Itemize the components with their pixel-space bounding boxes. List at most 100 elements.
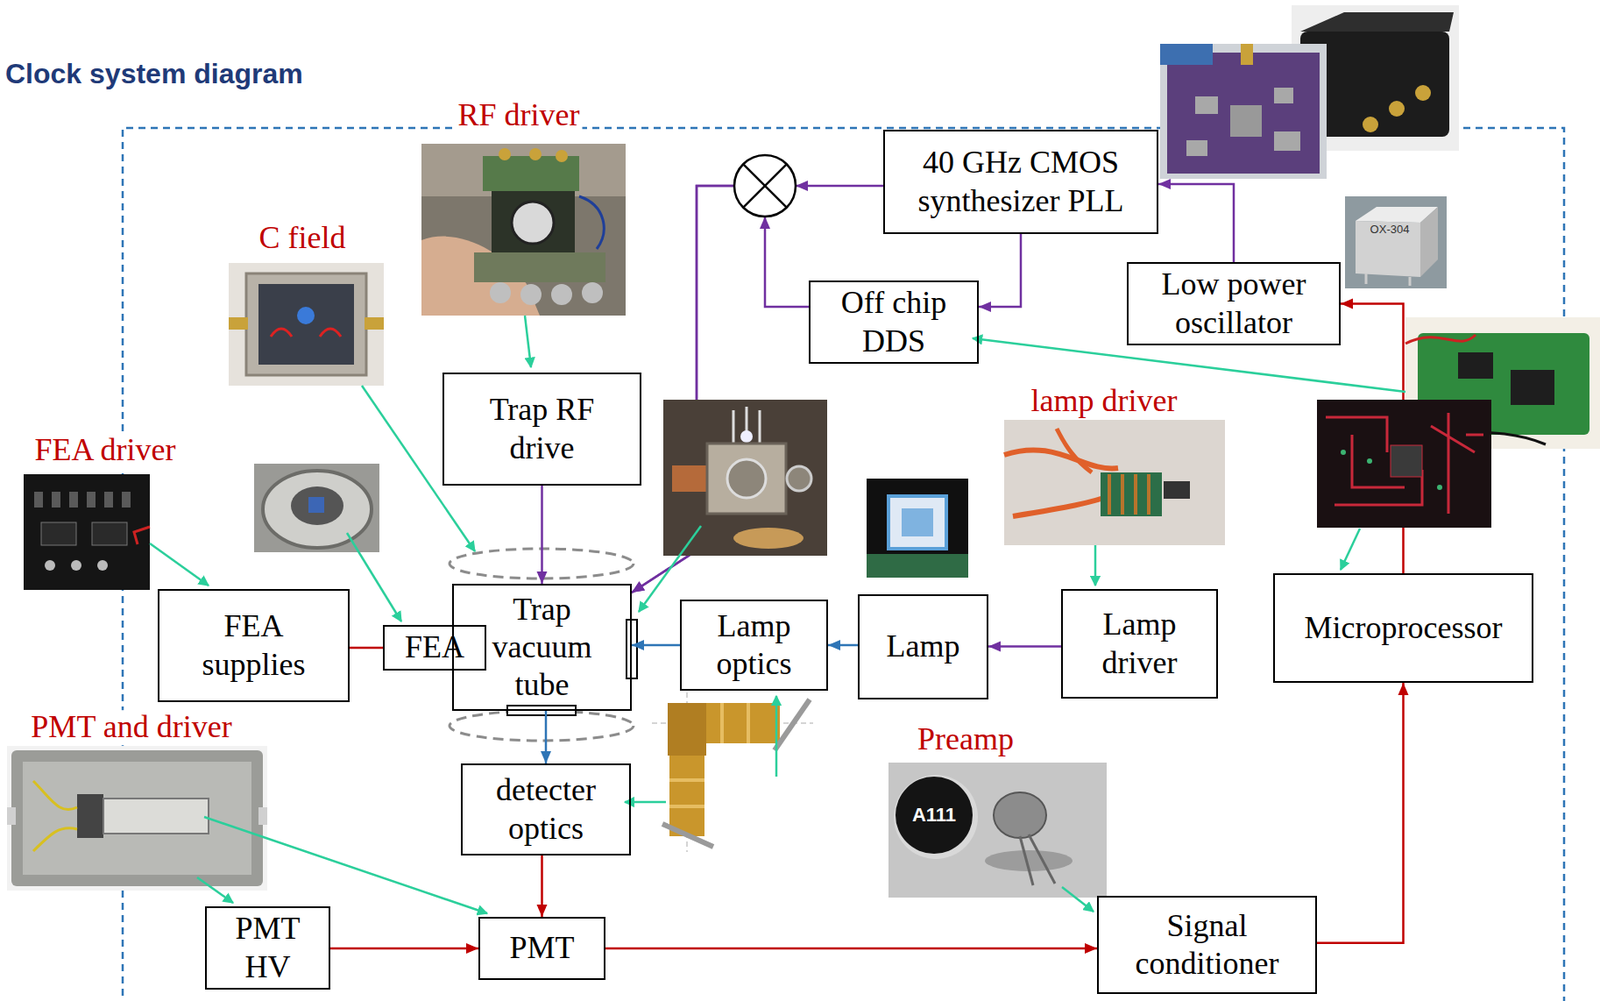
rf-driver-photo (421, 143, 626, 316)
connector-line (605, 947, 1098, 950)
fea-driver-photo (121, 491, 131, 508)
fea-driver-photo (69, 491, 78, 508)
connector-line (1158, 184, 1234, 262)
c-field-photo (319, 328, 341, 337)
pmt-photo (258, 807, 268, 825)
process-box: 40 GHz CMOS synthesizer PLL (883, 129, 1159, 234)
synthesizer-board-photo (1230, 105, 1262, 137)
label-holder: FEA driver (32, 432, 179, 468)
fea-photo (308, 496, 325, 513)
oscillator-photo (1345, 196, 1447, 289)
arrowhead (631, 580, 645, 593)
leader-line (204, 816, 488, 914)
pmt-photo (33, 780, 78, 810)
optics-drawing (720, 702, 724, 744)
connector-line (631, 185, 884, 593)
c-field-photo (297, 306, 315, 325)
signal-connector (330, 942, 479, 954)
optics-drawing (667, 702, 707, 756)
preamp-photo (1019, 835, 1034, 885)
synthesizer-box-photo (1388, 100, 1405, 117)
diagram-title: Clock system diagram (5, 57, 304, 91)
process-box: PMT HV (205, 906, 331, 990)
rf-driver-photo (489, 282, 511, 304)
optics-drawing (669, 755, 705, 836)
synthesizer-board-photo (1160, 43, 1327, 179)
lamp-chip-photo (866, 553, 969, 578)
leader-line (775, 695, 779, 777)
pcb-layout-picture (1366, 458, 1373, 464)
process-box: detecter optics (460, 763, 631, 856)
box-text: PMT HV (224, 909, 312, 985)
trap-photo (707, 443, 786, 514)
pcb-layout-picture (1316, 399, 1492, 528)
signal-connector (1158, 178, 1234, 262)
pmt-photo (7, 807, 16, 825)
lamp-chip-photo (888, 495, 947, 549)
part-label: PMT and driver (28, 709, 234, 745)
leader-line (1061, 886, 1094, 912)
box-text: Lamp optics (681, 607, 827, 683)
controller-board-photo (1510, 369, 1555, 405)
pcb-layout-picture (1437, 484, 1443, 490)
fea-driver-photo (86, 491, 96, 508)
fea-driver-photo (23, 474, 150, 590)
box-text: Signal conditioner (1098, 906, 1316, 983)
pmt-photo (7, 745, 268, 891)
box-text: Trap vacuum tube (481, 590, 604, 705)
component-marking: A111 (909, 804, 959, 826)
lamp-driver-photo (1133, 474, 1138, 515)
lamp-driver-photo (1107, 474, 1112, 515)
optical-window (626, 619, 638, 679)
c-field-photo (228, 262, 384, 386)
leader-line (197, 877, 234, 903)
connector-line (978, 233, 1021, 307)
pcb-layout-picture (1390, 445, 1423, 477)
fea-driver-photo (70, 559, 82, 571)
rf-driver-photo (520, 283, 542, 305)
fea-driver-photo (92, 522, 128, 546)
leader-line (624, 800, 666, 804)
label-holder: Preamp (914, 722, 1017, 758)
rf-driver-photo (491, 191, 575, 253)
fea-driver-photo (134, 526, 150, 545)
process-box: Low power oscillator (1126, 261, 1341, 346)
trap-photo (733, 527, 804, 549)
synthesizer-board-photo (1195, 96, 1218, 114)
synthesizer-board-photo (1160, 43, 1327, 179)
arrowhead (1158, 178, 1171, 190)
process-box: PMT (478, 916, 606, 980)
box-text: Off chip DDS (810, 283, 977, 360)
box-text: Microprocessor (1304, 608, 1503, 647)
fea-photo (262, 470, 372, 548)
pcb-layout-picture (1340, 449, 1346, 455)
leader-line (149, 543, 209, 586)
synthesizer-box-photo (1300, 12, 1454, 32)
pmt-photo (7, 745, 268, 891)
preamp-photo (895, 776, 973, 854)
fea-driver-photo (23, 474, 150, 590)
process-box: Trap RF drive (442, 372, 642, 486)
trap-photo (663, 399, 828, 556)
optics-drawing (704, 702, 780, 744)
leader-line (149, 315, 1406, 914)
signal-connector (631, 639, 680, 651)
part-label: FEA driver (32, 432, 179, 468)
c-field-photo (258, 283, 354, 365)
synthesizer-box-photo (1362, 116, 1379, 133)
oscillator-photo (1355, 220, 1421, 277)
trap-photo (732, 410, 736, 446)
fea-photo (290, 486, 344, 525)
c-field-photo (228, 317, 248, 330)
signal-connector (349, 647, 383, 649)
lamp-driver-photo (1146, 474, 1151, 515)
lamp-chip-photo (866, 478, 969, 578)
leader-line (346, 532, 402, 622)
title-holder: Clock system diagram (5, 57, 304, 91)
signal-connector (631, 180, 884, 593)
label-holder: RF driver (455, 98, 583, 134)
fea-driver-photo (97, 559, 108, 571)
mixer-symbol (734, 155, 796, 217)
fea-driver-photo (104, 491, 114, 508)
